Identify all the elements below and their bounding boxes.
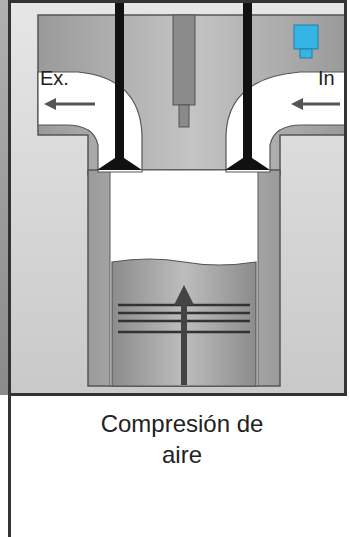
motion-arrowhead bbox=[174, 285, 194, 305]
intake-arrowhead bbox=[291, 98, 303, 110]
caption: Compresión de aire bbox=[87, 408, 277, 470]
exhaust-arrow bbox=[55, 103, 95, 106]
frame-bottom bbox=[8, 393, 347, 396]
intake-valve-stem bbox=[243, 2, 252, 162]
fuel-injector bbox=[294, 25, 318, 49]
exhaust-valve-stem bbox=[115, 2, 124, 162]
cylinder-head bbox=[38, 15, 346, 175]
frame-left bbox=[8, 0, 11, 537]
piston bbox=[112, 259, 256, 386]
cylinder-block bbox=[88, 170, 280, 386]
intake-arrow bbox=[302, 103, 340, 106]
port-label: Ex. bbox=[40, 66, 69, 90]
frame-right bbox=[344, 0, 347, 396]
side-strip bbox=[0, 0, 9, 395]
frame-top bbox=[8, 0, 347, 3]
injector-body bbox=[173, 15, 195, 105]
motion-arrow bbox=[181, 300, 187, 385]
fuel-injector-nozzle bbox=[300, 49, 312, 58]
exhaust-valve-head bbox=[97, 158, 142, 170]
port-label: In bbox=[318, 66, 335, 90]
exhaust-arrowhead bbox=[44, 98, 56, 110]
injector-tip bbox=[179, 105, 189, 127]
intake-valve-head bbox=[225, 158, 270, 170]
cylinder-bore bbox=[110, 170, 258, 386]
